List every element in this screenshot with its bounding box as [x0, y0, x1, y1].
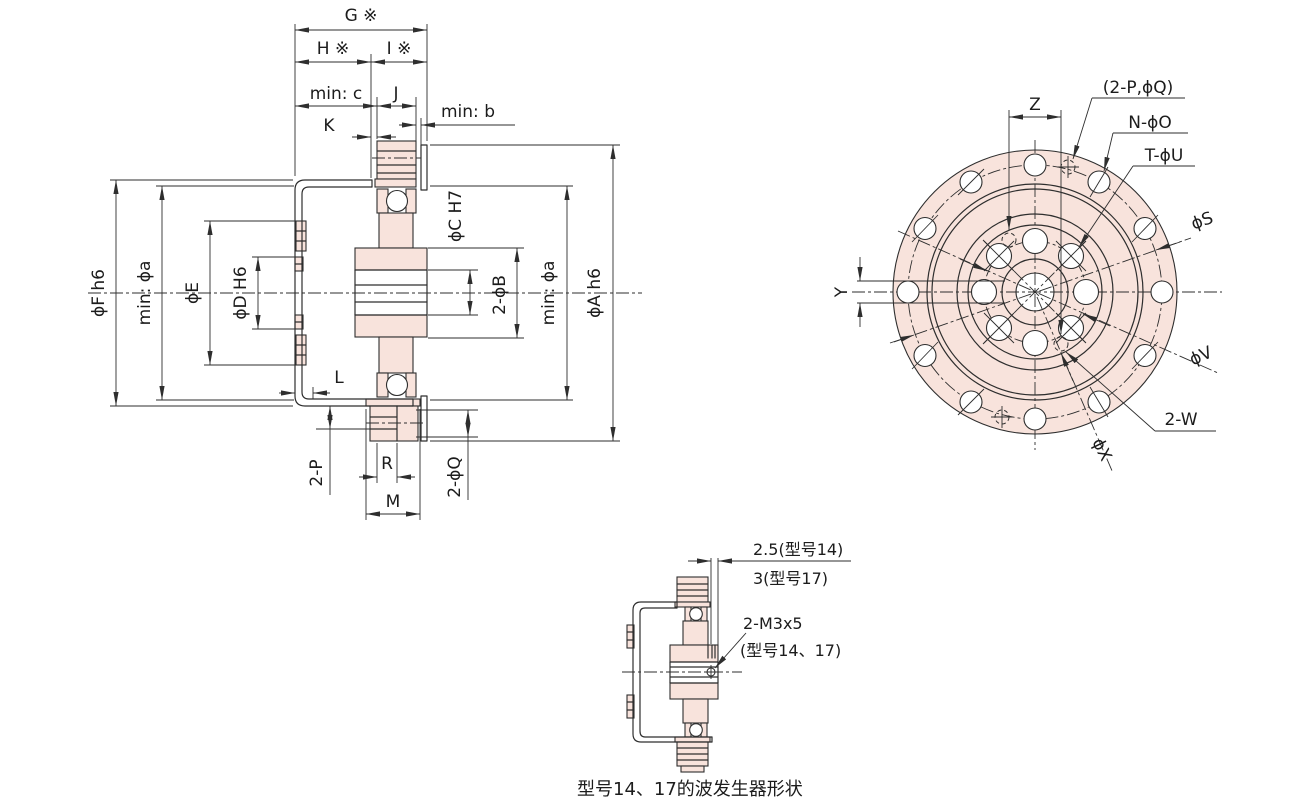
dim-label-G: G ※	[345, 6, 378, 26]
dim-label-S: ϕS	[1189, 208, 1217, 234]
tapped-hole-slashes	[911, 168, 1159, 416]
dim-label-F: ϕF h6	[89, 269, 109, 317]
diaphragm-boss-4	[295, 334, 307, 366]
hub-neck-top	[378, 212, 414, 249]
phiS-diameter-line	[893, 237, 1192, 343]
bearing-ball-bottom	[385, 373, 409, 397]
bearing-ball-top	[385, 189, 409, 213]
wg-diaphragm-boss-1	[626, 624, 635, 649]
dim-label-min-a-left: min: ϕa	[135, 261, 155, 326]
dim-label-J: J	[392, 84, 398, 104]
dim-label-min-b: min: b	[441, 102, 495, 122]
w-hole-lower	[1053, 336, 1069, 352]
dim-label-B: 2-ϕB	[490, 275, 510, 315]
dim-label-K: K	[323, 116, 335, 136]
dim-label-min-a-right: min: ϕa	[539, 261, 559, 326]
dim-label-Z: Z	[1029, 95, 1041, 115]
dim-label-X: ϕX	[1087, 435, 1115, 465]
diaphragm-clamp-bottom	[365, 398, 421, 407]
crossed-hole-marks	[983, 240, 1087, 344]
callout-label-N: N-ϕO	[1128, 113, 1171, 133]
wave-generator-view: 2.5(型号14) 3(型号17) 2-M3x5 (型号14、17) 型号14、…	[577, 540, 851, 800]
callout-label-screw: 2-M3x5	[743, 614, 803, 633]
inner-bolt-holes	[970, 227, 1100, 357]
w-hole-upper	[1001, 232, 1017, 248]
dim-label-R: R	[381, 454, 393, 474]
dim-label-Y: Y	[832, 286, 852, 298]
dim-label-D: ϕD H6	[231, 266, 251, 319]
wg-hub-band-bottom	[669, 682, 719, 700]
dim-label-I: I ※	[387, 39, 412, 59]
callout-label-PQ: (2-P,ϕQ)	[1103, 78, 1173, 98]
phiX-diameter-line	[1036, 296, 1114, 474]
housing-lip-bottom	[420, 395, 428, 442]
wg-diaphragm-boss-2	[626, 694, 635, 719]
hub-neck-bottom	[378, 336, 414, 374]
housing-lip-top	[420, 144, 428, 191]
callout-label-W: 2-W	[1164, 410, 1197, 430]
dim-label-V: ϕV	[1186, 343, 1215, 371]
hub-band-top	[354, 247, 428, 271]
dim-label-L: L	[334, 368, 344, 388]
hub-band-bottom	[354, 314, 428, 338]
diaphragm-boss-1	[295, 220, 307, 252]
dim-label-H: H ※	[317, 39, 349, 59]
dim-label-E: ϕE	[183, 282, 203, 304]
wg-neck-top	[682, 620, 709, 646]
dim-label-2_5: 2.5(型号14)	[753, 540, 843, 559]
section-view: G ※ H ※ I ※ min: c J K min: b ϕF h6 min:…	[88, 6, 642, 520]
phiV-diameter-line	[897, 230, 1219, 374]
dim-label-C: ϕC H7	[446, 190, 466, 242]
diaphragm-clamp-top	[374, 178, 417, 188]
dim-label-3: 3(型号17)	[753, 569, 828, 588]
callout-label-T: T-ϕU	[1144, 146, 1184, 166]
dim-label-M: M	[386, 492, 401, 512]
wg-ball-top	[689, 607, 703, 621]
front-view: Z Y (2-P,ϕQ) N-ϕO T-ϕU 2-W ϕS ϕV ϕX	[832, 78, 1222, 474]
dim-label-P: 2-P	[307, 459, 327, 486]
output-boss-bottom	[369, 405, 419, 442]
wave-generator-caption: 型号14、17的波发生器形状	[577, 779, 803, 800]
wg-ball-bottom	[689, 723, 703, 737]
dim-label-A: ϕA h6	[585, 268, 605, 318]
wg-hub-band-top	[669, 644, 719, 663]
dim-label-Q: 2-ϕQ	[445, 456, 465, 498]
dim-label-min-c: min: c	[310, 84, 363, 104]
outer-bolt-holes	[896, 153, 1174, 431]
callout-label-screw-models: (型号14、17)	[740, 641, 841, 660]
wg-neck-bottom	[682, 698, 709, 724]
